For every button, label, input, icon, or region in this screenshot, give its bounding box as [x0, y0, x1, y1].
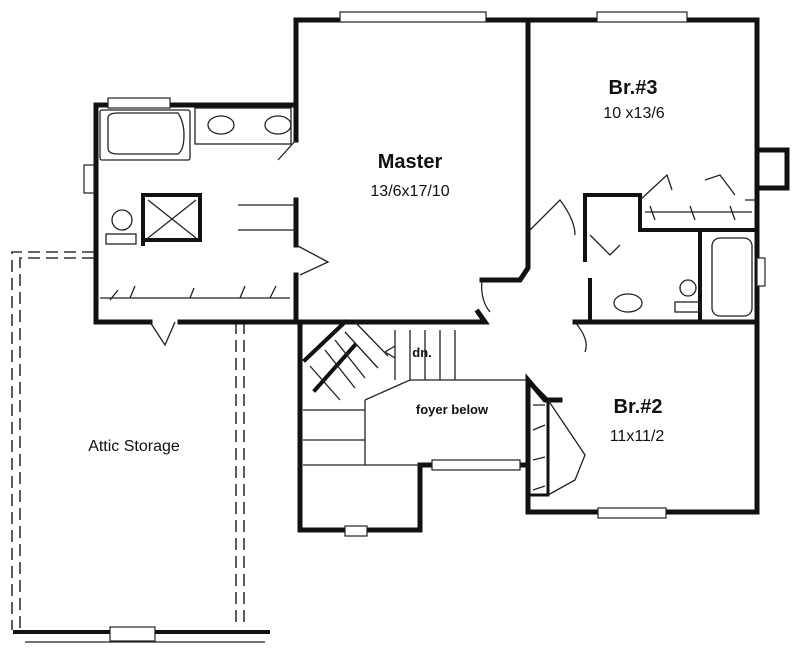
bathtub: [711, 237, 753, 317]
br2-room-name: Br.#2: [614, 396, 663, 418]
window: [344, 525, 368, 537]
window: [596, 11, 688, 23]
master-room-size: 13/6x17/10: [370, 183, 449, 200]
bedroom-2: [525, 319, 760, 519]
window: [107, 97, 171, 109]
window: [597, 507, 667, 519]
stairs-down-label: dn.: [412, 345, 432, 360]
window: [756, 257, 766, 287]
door: [574, 321, 587, 353]
toilet: [111, 209, 133, 231]
door: [529, 199, 621, 256]
window: [431, 459, 521, 471]
door: [481, 279, 491, 313]
window: [83, 164, 95, 194]
br3-room-name: Br.#3: [609, 77, 658, 99]
attic-storage-outline: [11, 251, 270, 643]
attic-storage-label: Attic Storage: [88, 438, 180, 455]
closet-door: [547, 399, 586, 496]
door: [277, 139, 330, 276]
sink: [264, 115, 292, 135]
bathtub: [107, 112, 185, 155]
shower: [147, 199, 197, 239]
master-bedroom: [293, 11, 531, 325]
br2-room-size: 11x11/2: [610, 428, 665, 445]
toilet: [679, 279, 697, 297]
bedroom-3: [525, 11, 790, 325]
foyer-label: foyer below: [416, 402, 489, 417]
sink: [207, 115, 235, 135]
window: [339, 11, 487, 23]
window: [109, 626, 156, 642]
door: [149, 321, 176, 347]
sink: [613, 293, 643, 313]
master-bath: [83, 97, 330, 347]
stair-foyer: [297, 319, 531, 537]
master-room-name: Master: [378, 151, 443, 173]
br3-room-size: 10 x13/6: [603, 105, 664, 122]
